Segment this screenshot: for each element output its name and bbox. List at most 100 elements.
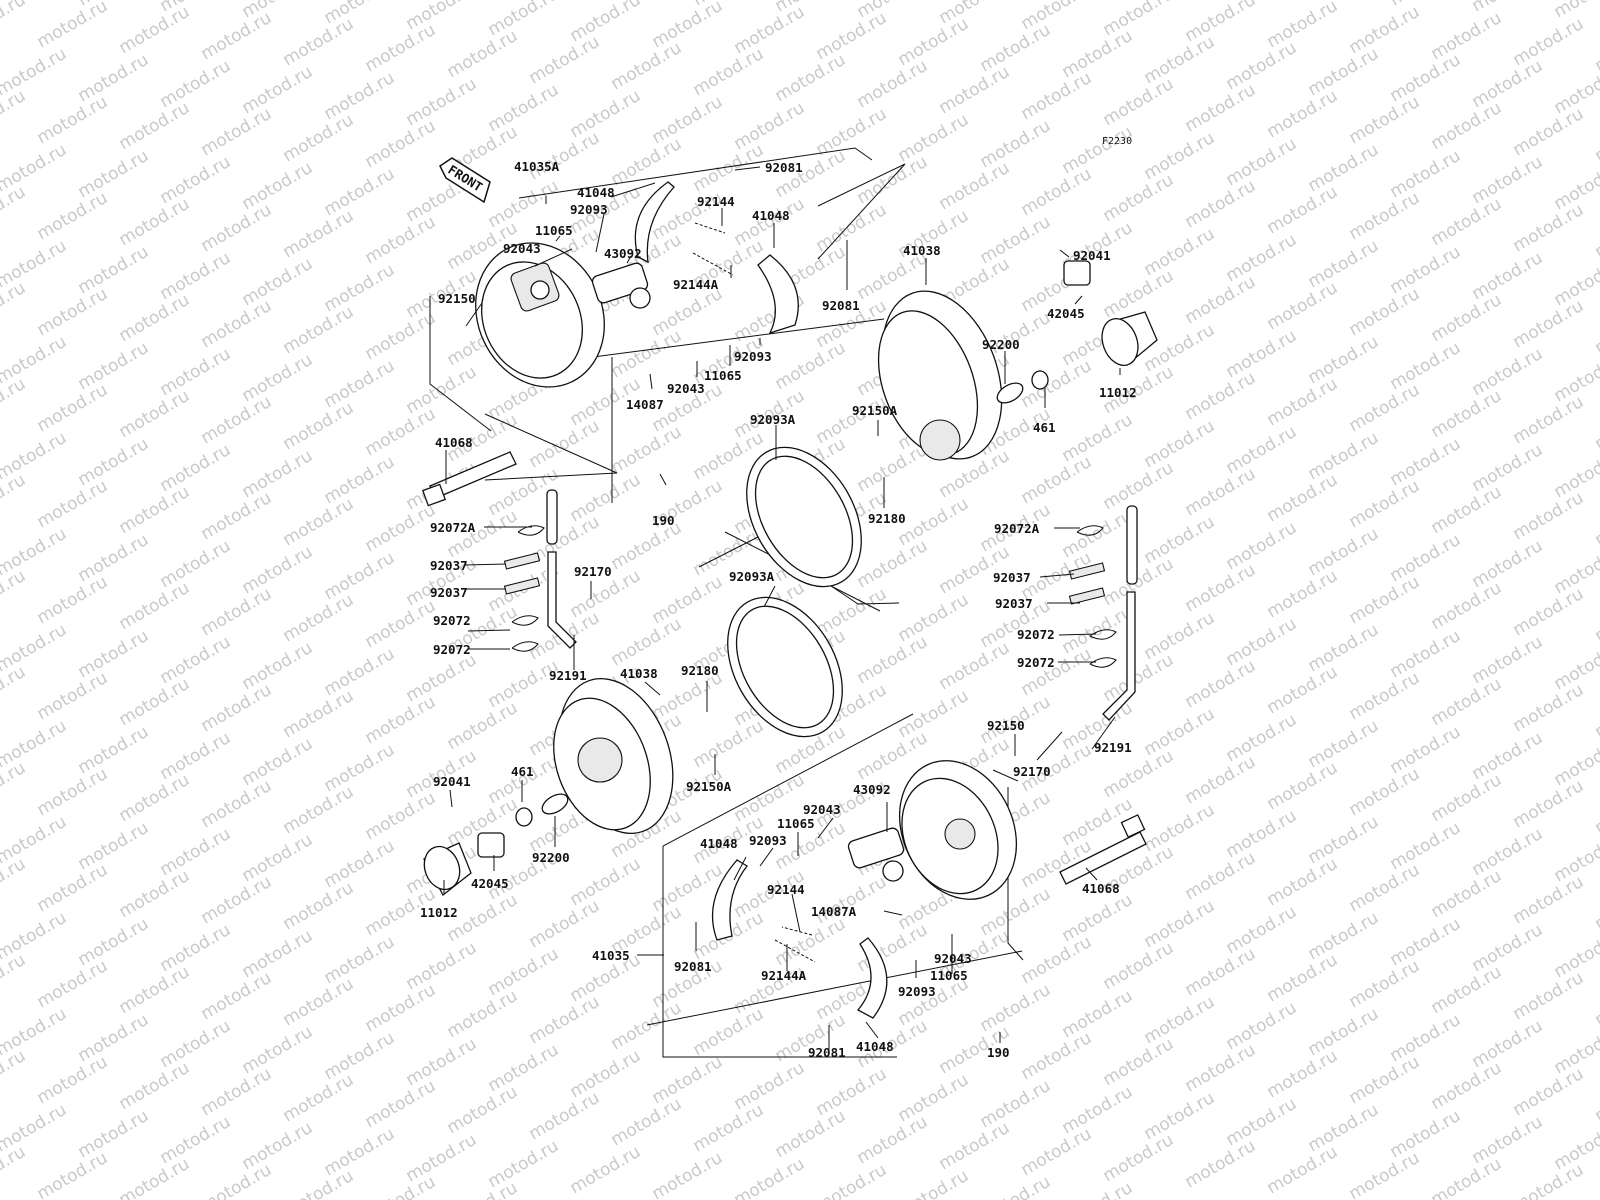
watermark-text: motod.ru [1264,950,1342,1006]
part-label-43092: 43092 [853,782,891,797]
watermark-text: motod.ru [1387,1010,1465,1066]
watermark-text: motod.ru [198,872,276,928]
part-label-461: 461 [511,764,534,779]
watermark-text: motod.ru [321,164,399,220]
watermark-text: motod.ru [977,212,1055,268]
watermark-text: motod.ru [34,860,112,916]
watermark-text: motod.ru [198,680,276,736]
watermark-text: motod.ru [1264,1046,1342,1102]
watermark-text: motod.ru [1018,1028,1096,1084]
watermark-text: motod.ru [362,116,440,172]
watermark-text: motod.ru [1387,914,1465,970]
watermark-text: motod.ru [526,992,604,1048]
watermark-text: motod.ru [1264,854,1342,910]
part-label-41048: 41048 [577,185,615,200]
watermark-text: motod.ru [895,494,973,550]
watermark-text: motod.ru [485,656,563,712]
part-label-92072: 92072 [1017,627,1055,642]
watermark-text: motod.ru [239,542,317,598]
part-label-92043: 92043 [503,241,541,256]
part-label-92041: 92041 [1073,248,1111,263]
part-label-92037: 92037 [430,585,468,600]
watermark-text: motod.ru [1059,890,1137,946]
watermark-text: motod.ru [1305,1100,1383,1156]
watermark-text: motod.ru [444,1178,522,1200]
watermark-text: motod.ru [280,206,358,262]
part-label-92081: 92081 [808,1045,846,1060]
watermark-text: motod.ru [731,2,809,58]
watermark-text: motod.ru [157,440,235,496]
watermark-text: motod.ru [1346,284,1424,340]
watermark-text: motod.ru [75,338,153,394]
watermark-text: motod.ru [0,662,29,718]
watermark-text: motod.ru [157,920,235,976]
part-label-92093A: 92093A [729,569,775,584]
part-label-92150A: 92150A [852,403,898,418]
watermark-text: motod.ru [1592,590,1600,646]
watermark-text: motod.ru [854,536,932,592]
watermark-text: motod.ru [1223,902,1301,958]
watermark-text: motod.ru [198,296,276,352]
watermark-text: motod.ru [854,152,932,208]
part-label-42045: 42045 [1047,306,1085,321]
watermark-text: motod.ru [34,284,112,340]
watermark-text: motod.ru [1346,1148,1424,1200]
part-label-14087A: 14087A [811,904,857,919]
part-label-41038: 41038 [903,243,941,258]
watermark-text: motod.ru [321,356,399,412]
part-label-92037: 92037 [993,570,1031,585]
watermark-text: motod.ru [1387,434,1465,490]
watermark-text: motod.ru [1428,866,1506,922]
part-label-92037: 92037 [430,558,468,573]
watermark-text: motod.ru [1141,32,1219,88]
watermark-text: motod.ru [895,686,973,742]
watermark-text: motod.ru [1182,0,1260,46]
brake-shoe-lower-2 [856,937,888,1019]
watermark-text: motod.ru [526,416,604,472]
watermark-text: motod.ru [608,614,686,670]
watermark-text: motod.ru [1428,8,1506,64]
watermark-text: motod.ru [895,590,973,646]
leader-lines [443,166,1121,1050]
watermark-text: motod.ru [75,818,153,874]
watermark-text: motod.ru [362,500,440,556]
watermark-text: motod.ru [116,674,194,730]
watermark-text: motod.ru [75,50,153,106]
part-label-92170: 92170 [574,564,612,579]
watermark-text: motod.ru [1018,932,1096,988]
watermark-text: motod.ru [1510,1160,1588,1200]
watermark-text: motod.ru [1182,1040,1260,1096]
watermark-text: motod.ru [157,248,235,304]
part-label-92093: 92093 [898,984,936,999]
watermark-text: motod.ru [854,56,932,112]
watermark-text: motod.ru [1510,968,1588,1024]
watermark-text: motod.ru [280,302,358,358]
watermark-text: motod.ru [1223,998,1301,1054]
watermark-text: motod.ru [1305,140,1383,196]
watermark-text: motod.ru [1510,104,1588,160]
watermark-text: motod.ru [157,1016,235,1072]
axle-shaft-upper [421,451,517,507]
watermark-text: motod.ru [1510,872,1588,928]
watermark-text: motod.ru [0,278,29,334]
watermark-text: motod.ru [1141,1088,1219,1144]
watermark-text: motod.ru [157,344,235,400]
part-label-92144: 92144 [767,882,805,897]
watermark-text: motod.ru [1182,944,1260,1000]
watermark-text: motod.ru [1510,776,1588,832]
watermark-text: motod.ru [75,146,153,202]
watermark-text: motod.ru [239,1118,317,1174]
watermark-text: motod.ru [772,50,850,106]
watermark-text: motod.ru [608,134,686,190]
brake-drum-left-upper [475,242,605,388]
watermark-text: motod.ru [1018,68,1096,124]
watermark-text: motod.ru [567,86,645,142]
watermark-text: motod.ru [1592,878,1600,934]
diagram-code: F2230 [1102,136,1132,147]
watermark-text: motod.ru [116,290,194,346]
watermark-text: motod.ru [1469,920,1547,976]
watermark-text: motod.ru [116,386,194,442]
watermark-text: motod.ru [1469,536,1547,592]
watermark-text: motod.ru [567,1142,645,1198]
